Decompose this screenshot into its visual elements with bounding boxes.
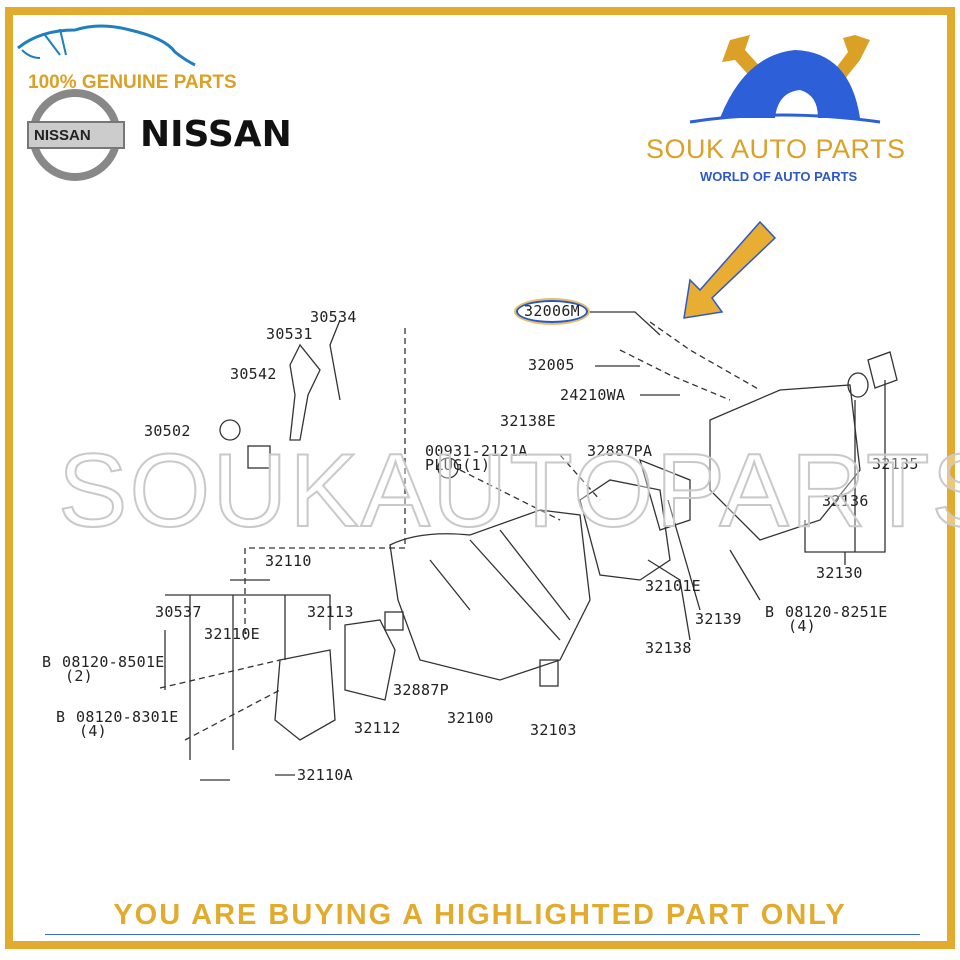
bolt-mark: B <box>56 708 66 726</box>
wrench-logo-icon <box>689 35 881 124</box>
part-label: 30542 <box>230 365 277 383</box>
transmission-case <box>389 509 591 681</box>
highlighted-part-label[interactable]: 32006M <box>516 300 588 323</box>
drain-plug <box>539 659 559 687</box>
bolt-mark: B <box>765 603 775 621</box>
part-label: 00931-2121A <box>425 442 528 460</box>
part-label: 32103 <box>530 721 577 739</box>
bolt-mark: B <box>42 653 52 671</box>
part-label: 32113 <box>307 603 354 621</box>
adapter-plate <box>579 479 671 581</box>
part-label: 30502 <box>144 422 191 440</box>
part-label: 32100 <box>447 709 494 727</box>
part-label: 30534 <box>310 308 357 326</box>
part-label: 08120-8301E <box>76 708 179 726</box>
car-silhouette-icon <box>17 24 196 67</box>
banner-underline <box>45 934 920 935</box>
nissan-badge-text: NISSAN <box>34 127 91 144</box>
oil-seal <box>847 372 869 398</box>
quantity-label: (4) <box>788 617 816 635</box>
bushing <box>219 419 241 441</box>
part-label: 32112 <box>354 719 401 737</box>
store-tagline: WORLD OF AUTO PARTS <box>700 169 858 184</box>
bushing-rear <box>867 351 898 389</box>
part-label: 32139 <box>695 610 742 628</box>
shift-block <box>247 445 271 469</box>
part-label: 24210WA <box>560 386 626 404</box>
plug <box>437 457 459 479</box>
part-label: 32110A <box>297 766 353 784</box>
part-label: 32887PA <box>587 442 653 460</box>
nissan-emblem-icon <box>27 89 125 181</box>
part-label: 08120-8251E <box>785 603 888 621</box>
shift-fork <box>289 343 321 441</box>
part-label: 32110 <box>265 552 312 570</box>
part-label: 32135 <box>872 455 919 473</box>
genuine-parts-text: 100% GENUINE PARTS <box>28 72 237 93</box>
part-label: 30537 <box>155 603 202 621</box>
gold-frame <box>5 7 955 949</box>
extension-housing <box>709 384 861 541</box>
quantity-label: (4) <box>79 722 107 740</box>
nissan-brand: NISSAN <box>140 114 292 155</box>
part-label: 32887P <box>393 681 449 699</box>
part-label: 08120-8501E <box>62 653 165 671</box>
part-label: 32110E <box>204 625 260 643</box>
bushing-32887p <box>384 611 404 631</box>
gasket-front <box>344 619 396 701</box>
gasket <box>639 458 691 531</box>
part-label: 32138 <box>645 639 692 657</box>
store-name: SOUK AUTO PARTS <box>646 134 906 164</box>
watermark: SOUKAUTOPARTS <box>57 432 960 550</box>
part-label: 32005 <box>528 356 575 374</box>
part-label: 32138E <box>500 412 556 430</box>
part-label: 32136 <box>822 492 869 510</box>
part-label: PLUG(1) <box>425 456 491 474</box>
bottom-banner: YOU ARE BUYING A HIGHLIGHTED PART ONLY <box>113 899 847 931</box>
part-label: 30531 <box>266 325 313 343</box>
pointer-arrow-icon <box>683 220 777 319</box>
front-cover <box>274 649 336 741</box>
part-label: 32101E <box>645 577 701 595</box>
part-label: 32130 <box>816 564 863 582</box>
quantity-label: (2) <box>65 667 93 685</box>
